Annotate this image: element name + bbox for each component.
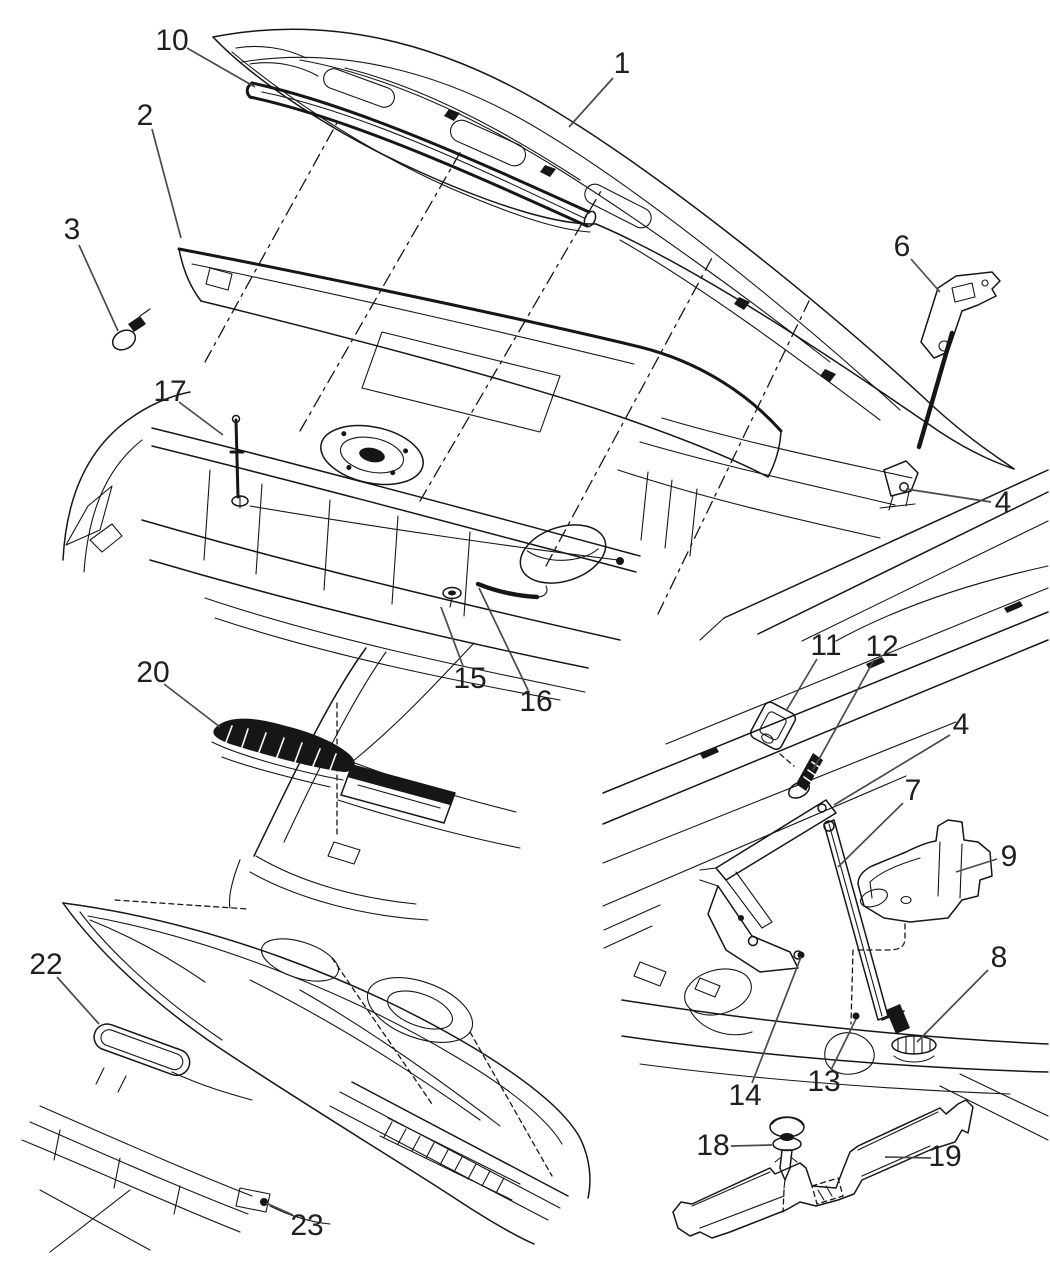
leader-line-12 <box>812 659 875 771</box>
leader-line-4a <box>905 488 992 503</box>
callout-label-6: 6 <box>893 230 911 263</box>
latch-area-23 <box>235 1187 331 1225</box>
pad-push-pin <box>111 308 151 351</box>
push-pin-18 <box>769 1116 805 1213</box>
callout-label-16: 16 <box>519 685 553 718</box>
leader-line-13 <box>830 1018 857 1071</box>
engine-bay <box>62 391 913 701</box>
leader-line-11 <box>785 658 818 712</box>
leader-line-20 <box>163 683 221 728</box>
leader-line-9 <box>955 858 998 873</box>
leader-line-18 <box>730 1144 773 1147</box>
front-seal-16 <box>475 581 548 600</box>
callout-label-2: 2 <box>136 99 154 132</box>
callout-label-7: 7 <box>904 774 922 807</box>
leader-line-19 <box>884 1156 932 1159</box>
hood-bumper-11 <box>750 701 797 751</box>
hood-hinge-4b <box>699 799 837 973</box>
callout-label-19: 19 <box>928 1140 962 1173</box>
callout-label-17: 17 <box>153 375 187 408</box>
callout-label-9: 9 <box>1000 840 1018 873</box>
callout-label-4a: 4 <box>994 486 1012 519</box>
callout-label-13: 13 <box>807 1065 841 1098</box>
leader-line-8 <box>916 969 989 1043</box>
leader-line-17 <box>178 401 224 436</box>
callout-label-10: 10 <box>155 24 189 57</box>
scene-seal-strip <box>672 1099 974 1239</box>
hood-weatherstrip <box>245 81 597 228</box>
striker-bracket-6 <box>916 271 1001 450</box>
gas-prop-7 <box>823 819 889 1021</box>
vent-bezel-22 <box>93 1023 191 1077</box>
callout-label-8: 8 <box>990 941 1008 974</box>
leader-line-1 <box>568 77 614 128</box>
leader-line-15 <box>440 606 464 667</box>
callout-label-18: 18 <box>696 1129 730 1162</box>
hood-vent-opening <box>340 764 456 824</box>
leader-line-22 <box>56 976 100 1025</box>
scene-hinge-detail <box>602 587 1049 1141</box>
scene-hood-scoop <box>211 642 521 921</box>
callout-label-14: 14 <box>728 1079 762 1112</box>
insulator-strip-19 <box>672 1099 974 1239</box>
hood-silencer-pad <box>177 247 783 478</box>
leader-line-23 <box>265 1202 294 1216</box>
leader-line-14 <box>751 956 802 1084</box>
callout-label-3: 3 <box>63 213 81 246</box>
strut-tower <box>320 424 424 486</box>
leader-line-6 <box>910 258 941 293</box>
callout-label-23: 23 <box>290 1209 324 1242</box>
callout-label-1: 1 <box>613 47 631 80</box>
hood-prop-rod <box>229 414 249 509</box>
scene-main-hood <box>62 28 1049 701</box>
callout-label-22: 22 <box>29 948 63 981</box>
leader-line-7 <box>837 802 904 868</box>
callout-label-15: 15 <box>453 662 487 695</box>
callout-label-11: 11 <box>810 629 842 662</box>
scene-hood-underside <box>21 899 591 1253</box>
leader-line-3 <box>78 244 119 332</box>
callout-label-20: 20 <box>136 656 170 689</box>
grommet-8 <box>881 1004 937 1063</box>
scoop-part <box>211 718 355 788</box>
leader-line-4b <box>833 734 951 806</box>
callout-label-12: 12 <box>865 630 899 663</box>
leader-line-16 <box>478 587 529 691</box>
leader-line-2 <box>151 128 182 239</box>
leader-line-10 <box>186 47 256 88</box>
callout-label-4b: 4 <box>952 708 970 741</box>
hood-hinge-top <box>879 460 919 511</box>
headlamp-opening <box>519 524 607 584</box>
grommet-15 <box>442 586 462 608</box>
